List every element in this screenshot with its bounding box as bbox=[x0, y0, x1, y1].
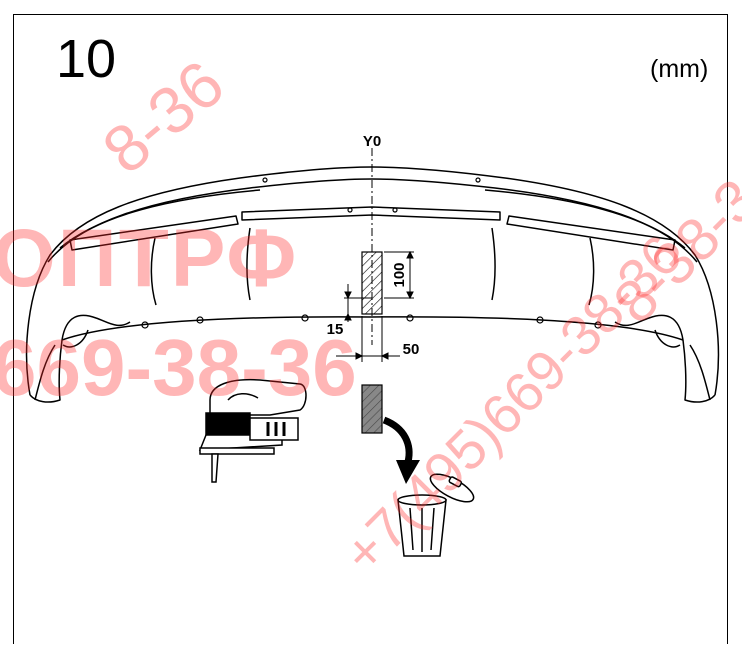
dim-height bbox=[384, 250, 414, 300]
dim-width-label: 50 bbox=[403, 341, 420, 358]
unit-label: (mm) bbox=[650, 55, 709, 83]
dim-offset bbox=[344, 284, 372, 322]
discard-arrow-icon bbox=[382, 416, 420, 484]
dim-offset-label: 15 bbox=[327, 321, 344, 338]
bumper-outline bbox=[25, 166, 720, 403]
dim-height-label: 100 bbox=[391, 262, 408, 287]
y0-axis-label: Y0 bbox=[363, 133, 381, 150]
step-number: 10 bbox=[56, 29, 117, 89]
jigsaw-icon bbox=[198, 378, 307, 483]
dim-width bbox=[336, 316, 400, 362]
removed-piece-hatch bbox=[362, 385, 382, 433]
cut-area bbox=[361, 251, 383, 315]
diagram-frame bbox=[13, 14, 728, 644]
trash-bin-icon bbox=[397, 473, 475, 557]
clip-holes bbox=[141, 177, 602, 329]
